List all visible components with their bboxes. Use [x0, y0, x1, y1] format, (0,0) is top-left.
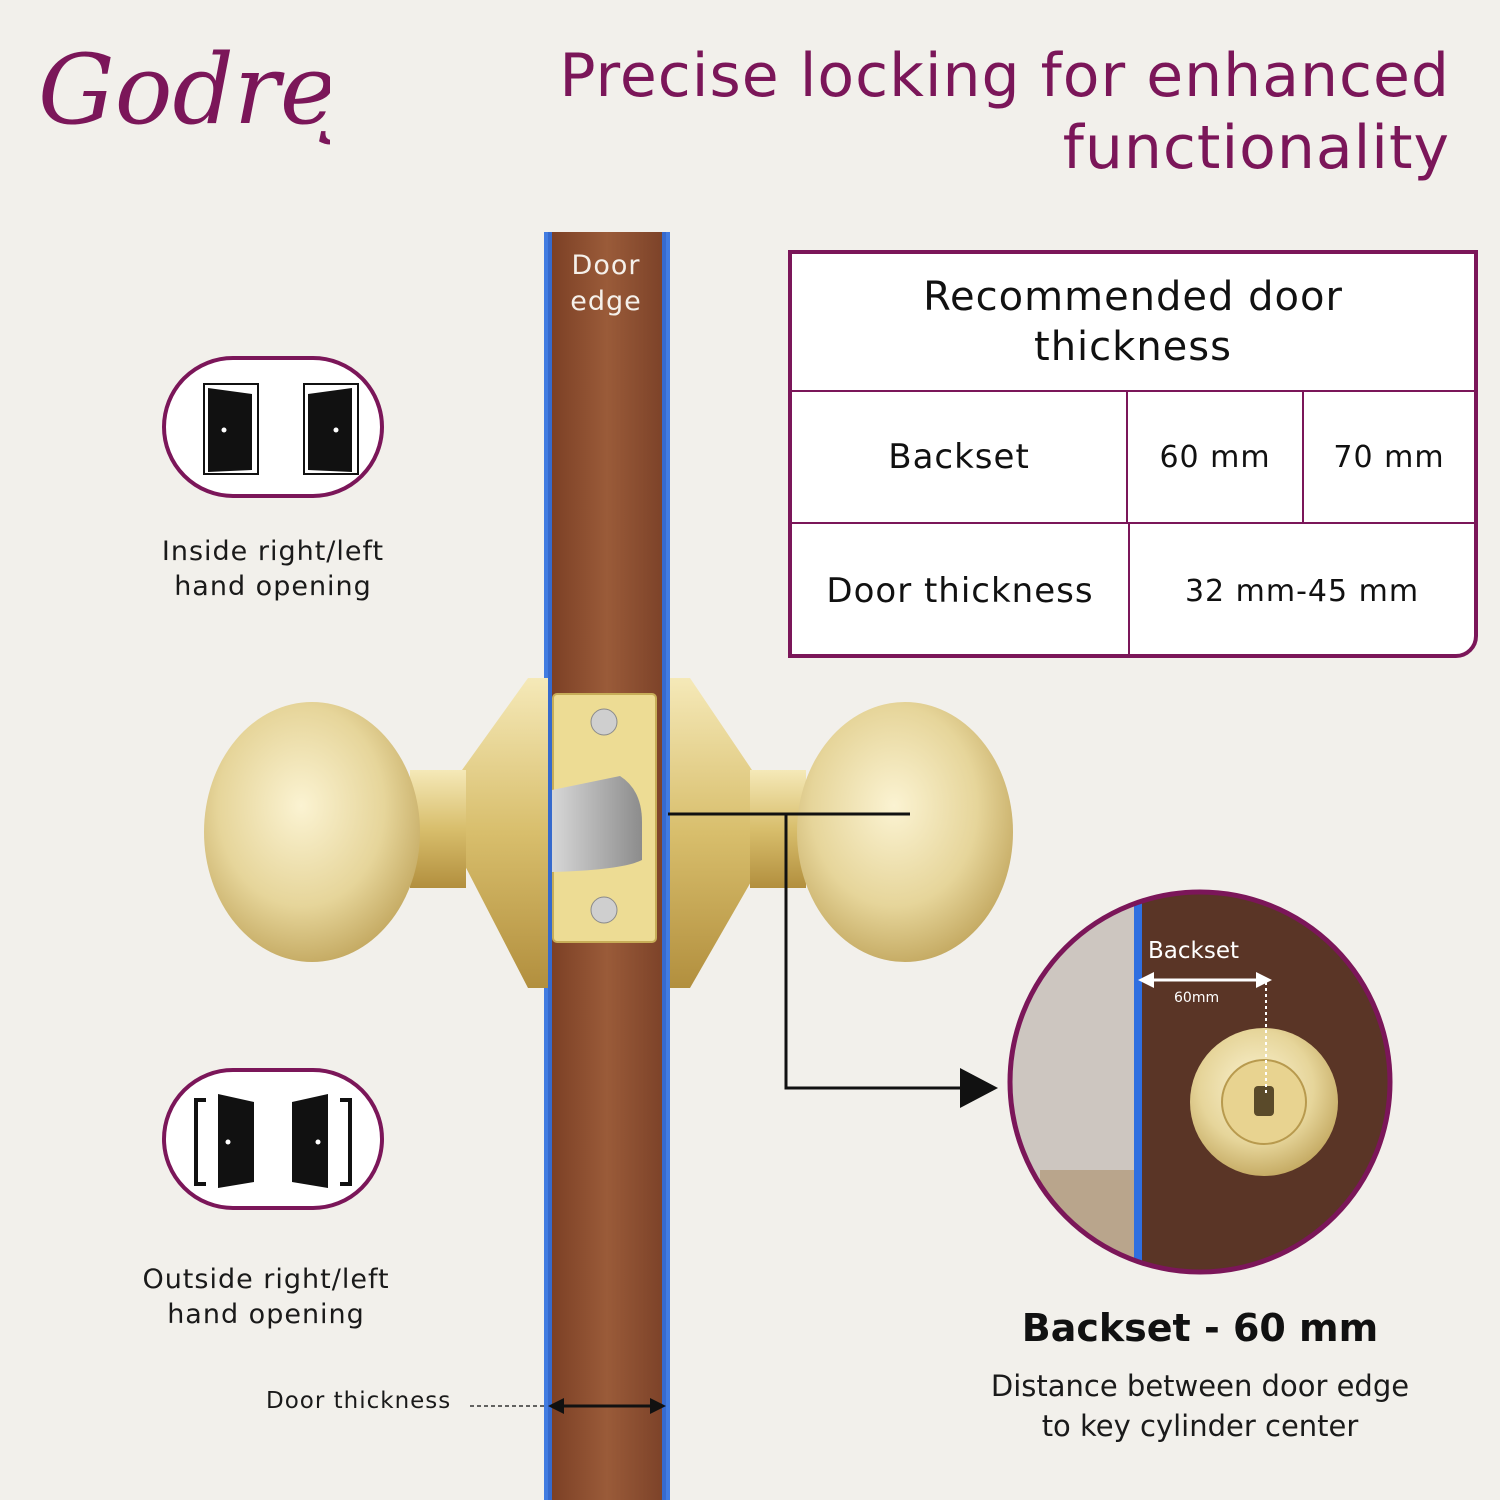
- zoom-backset-label: Backset: [1148, 938, 1239, 964]
- backset-value-70: 70 mm: [1333, 439, 1445, 475]
- arrow-head: [960, 1068, 998, 1108]
- table-row: Door thickness 32 mm-45 mm: [792, 524, 1474, 658]
- door-icon: [303, 383, 359, 475]
- table-row: Backset 60 mm 70 mm: [792, 392, 1474, 524]
- door-edge-label: Door edge: [570, 250, 642, 317]
- inside-opening-caption: Inside right/left hand opening: [161, 536, 385, 602]
- neck-right: [750, 770, 806, 888]
- rose-right: [670, 678, 752, 988]
- page-title: Precise locking for enhanced functionali…: [510, 40, 1450, 184]
- door-edge-glow-right: [662, 232, 670, 1500]
- zoom-measure-label: 60mm: [1174, 990, 1220, 1006]
- godrej-logo: Godrej: [38, 34, 330, 146]
- rose-left: [462, 678, 548, 988]
- thickness-label: Door thickness: [792, 524, 1131, 658]
- svg-text:Godrej: Godrej: [38, 34, 330, 146]
- door-icon: [203, 383, 259, 475]
- spec-table: Recommended door thickness Backset 60 mm…: [788, 250, 1478, 658]
- backset-label: Backset: [792, 392, 1129, 522]
- knob-left: [204, 702, 420, 962]
- screw-top: [590, 708, 618, 736]
- spec-table-title: Recommended door thickness: [792, 254, 1474, 392]
- outside-opening-caption: Outside right/left hand opening: [142, 1264, 390, 1330]
- outside-opening-badge: [162, 1068, 384, 1210]
- key-cylinder: [1254, 1086, 1274, 1116]
- thickness-value: 32 mm-45 mm: [1184, 573, 1420, 609]
- headline-line-2: functionality: [1062, 113, 1450, 183]
- door-icon: [292, 1094, 352, 1188]
- headline-line-1: Precise locking for enhanced: [559, 41, 1450, 111]
- screw-bottom: [590, 896, 618, 924]
- door-icon: [194, 1094, 254, 1188]
- backset-callout-title: Backset - 60 mm: [1021, 1306, 1379, 1350]
- inside-opening-badge: [162, 356, 384, 498]
- backset-callout-description: Distance between door edge to key cylind…: [990, 1369, 1410, 1443]
- backset-value-60: 60 mm: [1128, 392, 1305, 522]
- latch-bolt: [552, 776, 642, 872]
- door-thickness-label: Door thickness: [266, 1388, 452, 1414]
- knob-right: [797, 702, 1013, 962]
